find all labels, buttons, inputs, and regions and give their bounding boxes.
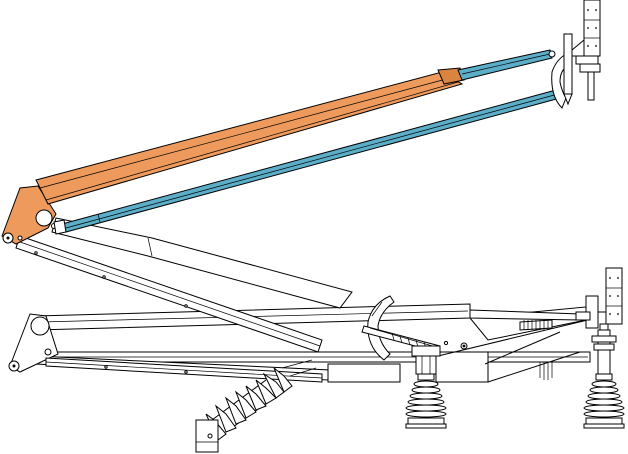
lower-arm xyxy=(8,313,323,383)
upper-arm xyxy=(35,67,465,205)
fixed-contact-upper xyxy=(551,0,601,109)
support-insulator-right xyxy=(583,373,625,429)
upper-drive-rod xyxy=(457,49,556,81)
support-insulator-left xyxy=(405,373,447,429)
elbow-diagonal-arm xyxy=(15,217,353,353)
drive-spring xyxy=(519,319,553,331)
drive-linkage xyxy=(361,325,441,375)
base-frame xyxy=(33,303,597,383)
bellows-flexible-joint xyxy=(195,359,317,453)
drive-spring-lower xyxy=(539,362,553,380)
counterweight-sector xyxy=(367,295,395,361)
